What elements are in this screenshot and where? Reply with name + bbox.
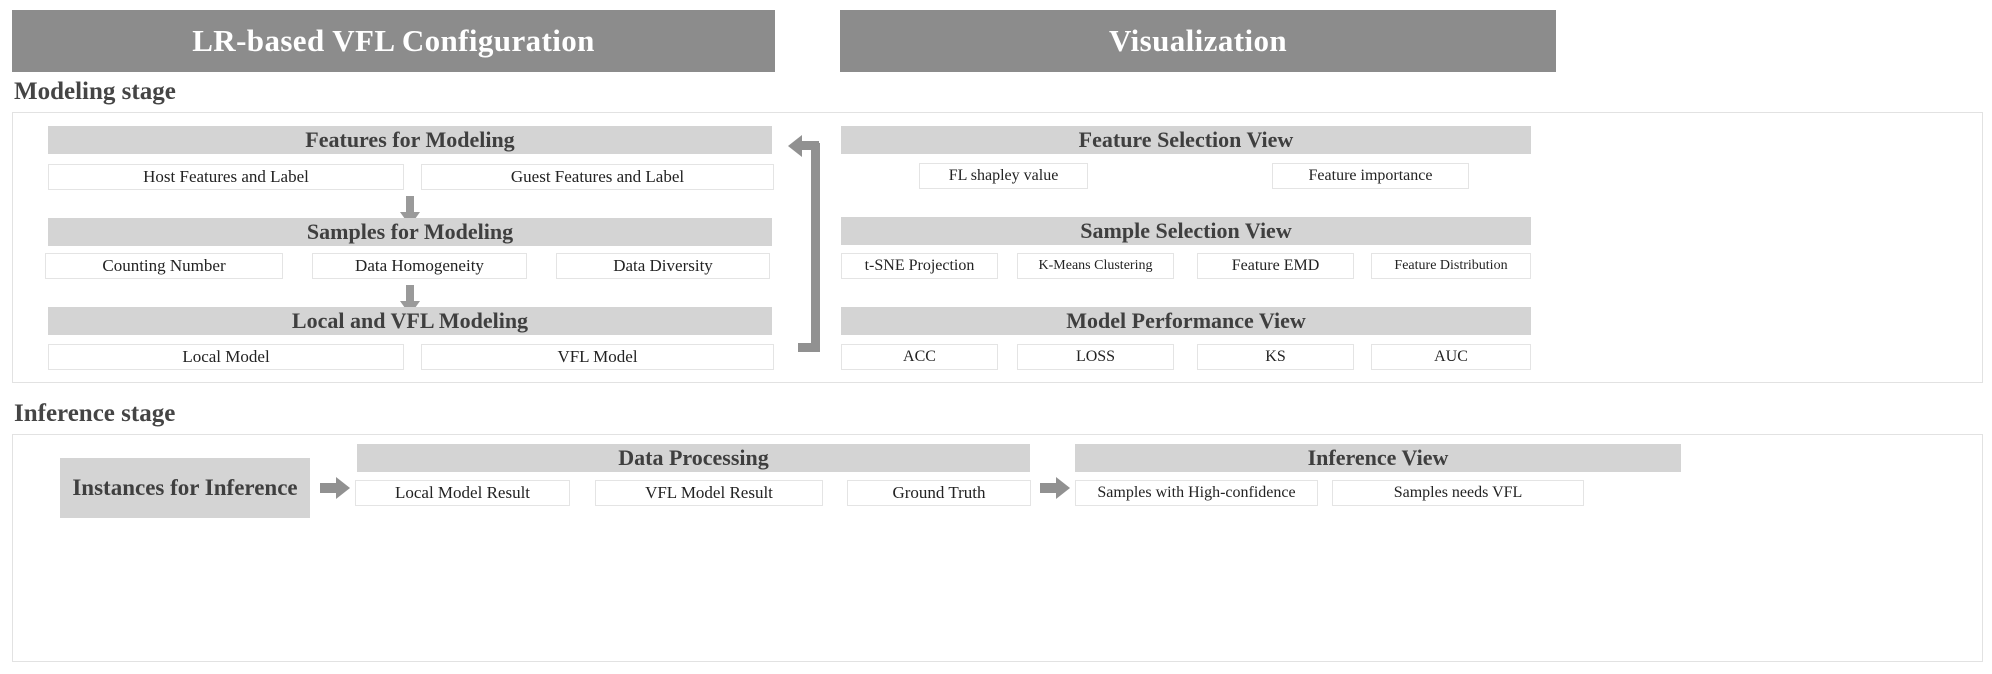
item-ks[interactable]: KS [1197, 344, 1354, 370]
item-vfl-model-result[interactable]: VFL Model Result [595, 480, 823, 506]
item-acc[interactable]: ACC [841, 344, 998, 370]
item-data-diversity[interactable]: Data Diversity [556, 253, 770, 279]
item-local-model[interactable]: Local Model [48, 344, 404, 370]
arrow-right-icon [320, 477, 350, 499]
group-header-samples-for-modeling: Samples for Modeling [48, 218, 772, 246]
item-feature-emd[interactable]: Feature EMD [1197, 253, 1354, 279]
item-ground-truth[interactable]: Ground Truth [847, 480, 1031, 506]
item-k-means-clustering[interactable]: K-Means Clustering [1017, 253, 1174, 279]
item-vfl-model[interactable]: VFL Model [421, 344, 774, 370]
item-feature-distribution[interactable]: Feature Distribution [1371, 253, 1531, 279]
group-header-inference-view: Inference View [1075, 444, 1681, 472]
item-local-model-result[interactable]: Local Model Result [355, 480, 570, 506]
item-loss[interactable]: LOSS [1017, 344, 1174, 370]
item-feature-importance[interactable]: Feature importance [1272, 163, 1469, 189]
item-auc[interactable]: AUC [1371, 344, 1531, 370]
inference-stage-caption: Inference stage [14, 400, 176, 427]
group-header-features-for-modeling: Features for Modeling [48, 126, 772, 154]
item-data-homogeneity[interactable]: Data Homogeneity [312, 253, 527, 279]
item-guest-features-and-label[interactable]: Guest Features and Label [421, 164, 774, 190]
item-fl-shapley-value[interactable]: FL shapley value [919, 163, 1088, 189]
group-header-data-processing: Data Processing [357, 444, 1030, 472]
item-tsne-projection[interactable]: t-SNE Projection [841, 253, 998, 279]
group-header-feature-selection-view: Feature Selection View [841, 126, 1531, 154]
group-header-model-performance-view: Model Performance View [841, 307, 1531, 335]
modeling-stage-caption: Modeling stage [14, 78, 176, 105]
modeling-stage-panel [12, 112, 1983, 383]
group-header-sample-selection-view: Sample Selection View [841, 217, 1531, 245]
group-header-local-and-vfl-modeling: Local and VFL Modeling [48, 307, 772, 335]
item-host-features-and-label[interactable]: Host Features and Label [48, 164, 404, 190]
panel-header-visualization: Visualization [840, 10, 1556, 72]
panel-header-lr-based-vfl-configuration: LR-based VFL Configuration [12, 10, 775, 72]
inference-stage-panel [12, 434, 1983, 662]
item-samples-needs-vfl[interactable]: Samples needs VFL [1332, 480, 1584, 506]
arrow-left-feedback-icon [788, 135, 824, 352]
arrow-right-icon [1040, 477, 1070, 499]
item-counting-number[interactable]: Counting Number [45, 253, 283, 279]
block-instances-for-inference[interactable]: Instances for Inference [60, 458, 310, 518]
item-samples-with-high-confidence[interactable]: Samples with High-confidence [1075, 480, 1318, 506]
